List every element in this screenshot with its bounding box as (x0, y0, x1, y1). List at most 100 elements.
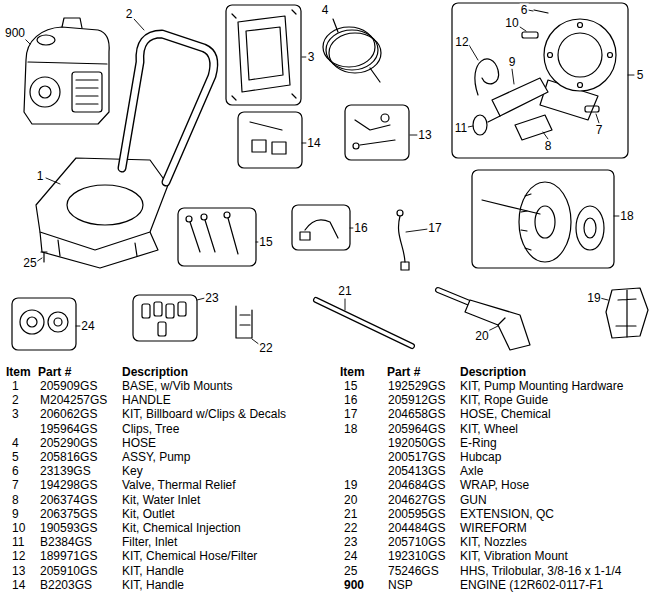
part-number: 205964GS (388, 422, 445, 436)
spray-gun-drawing (498, 318, 505, 325)
pump-mounting-kit-box (201, 214, 207, 220)
engine-drawing (28, 62, 107, 64)
table-header: Item (340, 365, 365, 379)
leader-line (596, 114, 599, 123)
callout-number: 25 (22, 257, 37, 270)
part-description: EXTENSION, QC (460, 507, 554, 521)
part-number: 206062GS (40, 407, 97, 421)
engine-drawing (72, 72, 102, 112)
item-number: 16 (344, 393, 357, 407)
item-number: 12 (12, 549, 25, 563)
item-number: 17 (344, 407, 357, 421)
part-description: KIT, Wheel (460, 422, 518, 436)
part-number: 205816GS (40, 450, 97, 464)
item-number: 14 (12, 578, 25, 592)
part-description: KIT, Handle (122, 564, 184, 578)
pump-assembly-box (488, 116, 500, 122)
callout-number: 4 (321, 4, 330, 17)
part-description: KIT, Chemical Hose/Filter (122, 549, 257, 563)
wheel-kit-box (482, 200, 540, 214)
handle-kit-box (345, 105, 409, 160)
part-description: KIT, Rope Guide (460, 393, 548, 407)
pump-assembly-box (548, 53, 553, 58)
item-number: 25 (344, 564, 357, 578)
part-description: KIT, Handle (122, 578, 184, 592)
part-number: 204684GS (388, 478, 445, 492)
part-number: 205910GS (40, 564, 97, 578)
pump-mounting-kit-box (186, 216, 192, 222)
pump-mounting-kit-box (224, 212, 230, 218)
wheel-kit-box (472, 170, 614, 268)
leader-line (302, 57, 306, 58)
part-description: KIT, Nozzles (460, 535, 527, 549)
pump-assembly-box (534, 10, 548, 13)
part-number: 23139GS (40, 464, 91, 478)
callout-number: 900 (4, 27, 26, 40)
part-number: 75246GS (388, 564, 439, 578)
hose-coil-drawing (323, 19, 381, 82)
leader-line (543, 132, 548, 139)
leader-line (46, 178, 60, 184)
pump-assembly-box (578, 83, 583, 88)
leader-line (134, 19, 144, 30)
part-number: 205912GS (388, 393, 445, 407)
wheel-kit-box (576, 206, 604, 250)
part-description: HOSE, Chemical (460, 407, 551, 421)
spray-gun-drawing (465, 300, 530, 350)
billboard-kit-box (238, 16, 290, 92)
vibration-mount-kit-box (12, 298, 76, 350)
rope-guide-kit-box (292, 205, 350, 250)
chemical-hose-drawing (401, 262, 409, 270)
engine-drawing (39, 86, 51, 98)
base-frame-drawing (36, 158, 168, 268)
table-header: Description (460, 365, 526, 379)
pump-mounting-kit-box (178, 208, 256, 266)
hose-coil-drawing (323, 27, 375, 67)
nozzle-kit-box (133, 295, 197, 341)
callout-number: 15 (258, 236, 273, 249)
wireform-drawing (236, 306, 252, 338)
hose-wrap-drawing (606, 288, 648, 338)
wheel-kit-box (519, 182, 571, 262)
callout-number: 8 (544, 140, 553, 153)
handle-drawing (122, 34, 214, 182)
billboard-kit-box (246, 27, 283, 80)
callout-number: 12 (454, 36, 469, 49)
rope-guide-kit-box (292, 205, 350, 250)
item-number: 6 (12, 464, 19, 478)
part-number: M204257GS (40, 393, 107, 407)
item-number: 8 (12, 493, 19, 507)
part-number: 206374GS (40, 493, 97, 507)
billboard-kit-box (226, 5, 301, 105)
callout-number: 2 (125, 8, 134, 21)
hose-coil-drawing (333, 19, 380, 82)
engine-drawing (76, 80, 98, 104)
callout-number: 3 (307, 51, 316, 64)
handle-kit-box (381, 114, 389, 122)
part-number: NSP (388, 578, 413, 592)
callout-number: 9 (508, 56, 517, 69)
callout-number: 22 (258, 342, 273, 355)
callout-number: 7 (595, 124, 604, 137)
hose-wrap-drawing (616, 290, 636, 337)
base-frame-drawing (58, 240, 137, 256)
item-number: 7 (12, 478, 19, 492)
handle-drawing (122, 34, 214, 182)
part-number: 192310GS (388, 549, 445, 563)
wheel-kit-box (584, 218, 596, 238)
pump-assembly-box (585, 106, 599, 112)
wheel-kit-box (521, 194, 531, 250)
pump-assembly-box (452, 3, 628, 158)
part-description: E-Ring (460, 436, 497, 450)
handle-kit-box (238, 112, 302, 168)
leader-line (23, 10, 634, 345)
part-number: 192529GS (388, 379, 445, 393)
item-number: 21 (344, 507, 357, 521)
rope-guide-kit-box (300, 232, 310, 240)
item-number: 4 (12, 436, 19, 450)
pump-assembly-box (608, 53, 613, 58)
callout-number: 23 (204, 292, 219, 305)
item-number: 9 (12, 507, 19, 521)
part-description: HOSE (122, 436, 156, 450)
part-description: Kit, Outlet (122, 507, 175, 521)
